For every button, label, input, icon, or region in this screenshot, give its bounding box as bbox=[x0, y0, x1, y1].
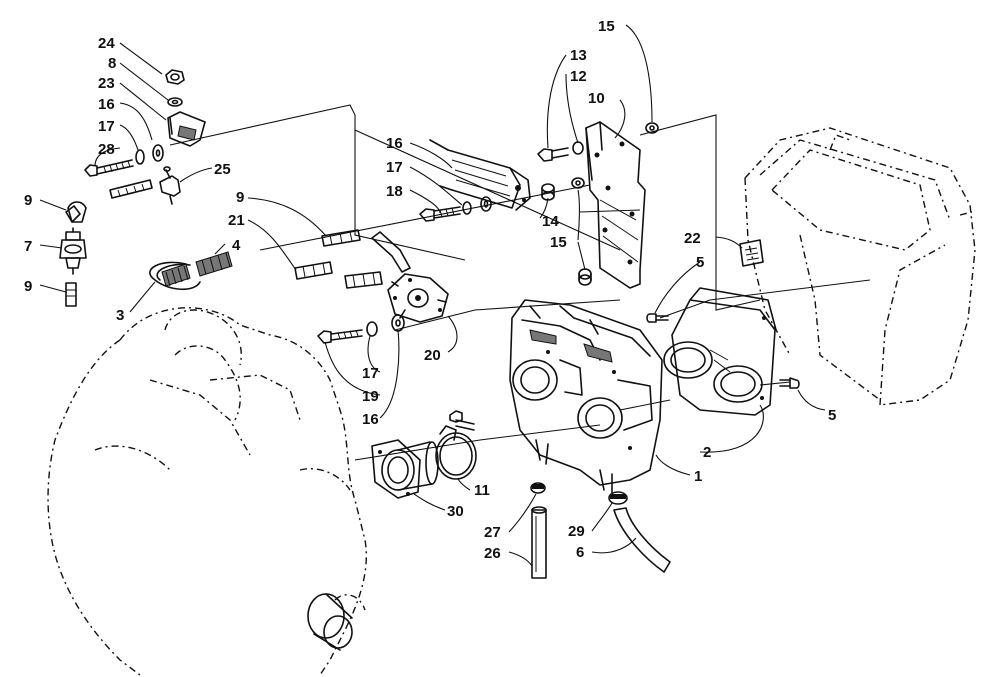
callout-4: 4 bbox=[232, 237, 241, 254]
part-5-screw-b bbox=[779, 377, 800, 389]
callout-9: 9 bbox=[24, 192, 32, 209]
callout-27: 27 bbox=[484, 524, 501, 541]
callout-16: 16 bbox=[98, 96, 115, 113]
part-15-nut-a bbox=[571, 177, 585, 189]
part-19-bolt bbox=[317, 329, 363, 344]
part-24-nut bbox=[165, 69, 185, 85]
callout-labels: 24 8 23 16 17 28 25 9 7 9 9 21 4 3 17 19… bbox=[24, 18, 836, 562]
callout-18: 18 bbox=[386, 183, 403, 200]
callout-26: 26 bbox=[484, 545, 501, 562]
part-15-nut-c bbox=[645, 122, 659, 134]
callout-19: 19 bbox=[362, 388, 379, 405]
callout-17: 17 bbox=[362, 365, 379, 382]
callout-16: 16 bbox=[362, 411, 379, 428]
part-23-bracket bbox=[167, 111, 206, 147]
part-17-washer-a bbox=[135, 149, 145, 165]
alignment-lines bbox=[169, 104, 871, 461]
part-14-spacer bbox=[541, 183, 555, 201]
part-2-air-intake-adapter bbox=[663, 287, 777, 416]
callout-10: 10 bbox=[588, 90, 605, 107]
callout-29: 29 bbox=[568, 523, 585, 540]
part-30-intake-flange bbox=[371, 439, 439, 499]
part-27-hose-clamp bbox=[530, 482, 546, 494]
leader-lines bbox=[39, 24, 826, 567]
part-4-springs bbox=[161, 251, 233, 287]
part-16-washer-c bbox=[480, 196, 492, 212]
part-28-bolt bbox=[84, 159, 134, 177]
part-12-washer bbox=[572, 141, 584, 155]
part-16-cable-assembly bbox=[429, 139, 531, 211]
callout-2: 2 bbox=[703, 444, 711, 461]
part-17-washer-c bbox=[462, 201, 472, 215]
callout-1: 1 bbox=[694, 468, 702, 485]
part-5-screw-a bbox=[646, 313, 669, 323]
part-16-washer-b bbox=[391, 314, 405, 332]
callout-16: 16 bbox=[386, 135, 403, 152]
part-18-bolt bbox=[419, 206, 461, 222]
callout-3: 3 bbox=[116, 307, 124, 324]
part-15-nut-b bbox=[578, 268, 592, 286]
part-1-carburetor bbox=[509, 299, 663, 495]
callout-22: 22 bbox=[684, 230, 701, 247]
callout-15: 15 bbox=[598, 18, 615, 35]
part-7-valve bbox=[59, 227, 87, 275]
callout-30: 30 bbox=[447, 503, 464, 520]
callout-21: 21 bbox=[228, 212, 245, 229]
callout-14: 14 bbox=[542, 213, 559, 230]
callout-7: 7 bbox=[24, 238, 32, 255]
part-6-vent-hose bbox=[613, 507, 671, 573]
part-10-bracket bbox=[585, 121, 646, 289]
part-21-hose bbox=[294, 261, 383, 289]
part-9-hose-c bbox=[321, 229, 411, 273]
callout-9: 9 bbox=[236, 189, 244, 206]
callout-25: 25 bbox=[214, 161, 231, 178]
part-9-hose-a bbox=[65, 201, 87, 223]
part-9-hose-b bbox=[65, 282, 77, 307]
part-8-washer bbox=[167, 97, 183, 107]
callout-8: 8 bbox=[108, 55, 116, 72]
callout-12: 12 bbox=[570, 68, 587, 85]
callout-20: 20 bbox=[424, 347, 441, 364]
callout-6: 6 bbox=[576, 544, 584, 561]
callout-9: 9 bbox=[24, 278, 32, 295]
part-17-washer-b bbox=[366, 321, 378, 337]
callout-15: 15 bbox=[550, 234, 567, 251]
callout-23: 23 bbox=[98, 75, 115, 92]
callout-5: 5 bbox=[696, 254, 704, 271]
engine-outline bbox=[47, 307, 367, 676]
callout-5: 5 bbox=[828, 407, 836, 424]
callout-17: 17 bbox=[386, 159, 403, 176]
part-26-drain-tube bbox=[531, 506, 547, 579]
callout-24: 24 bbox=[98, 35, 115, 52]
callout-13: 13 bbox=[570, 47, 587, 64]
callout-28: 28 bbox=[98, 141, 115, 158]
callout-11: 11 bbox=[474, 482, 490, 499]
part-16-washer-a bbox=[152, 144, 164, 162]
engine-output-shaft bbox=[307, 593, 353, 651]
callout-17: 17 bbox=[98, 118, 115, 135]
airbox-outline bbox=[744, 127, 976, 406]
part-25-tee-fitting bbox=[109, 166, 181, 205]
part-29-hose-clamp bbox=[608, 491, 628, 505]
part-22-decal bbox=[739, 239, 764, 267]
part-13-bolt bbox=[537, 147, 569, 162]
part-11-clamp bbox=[435, 410, 477, 480]
